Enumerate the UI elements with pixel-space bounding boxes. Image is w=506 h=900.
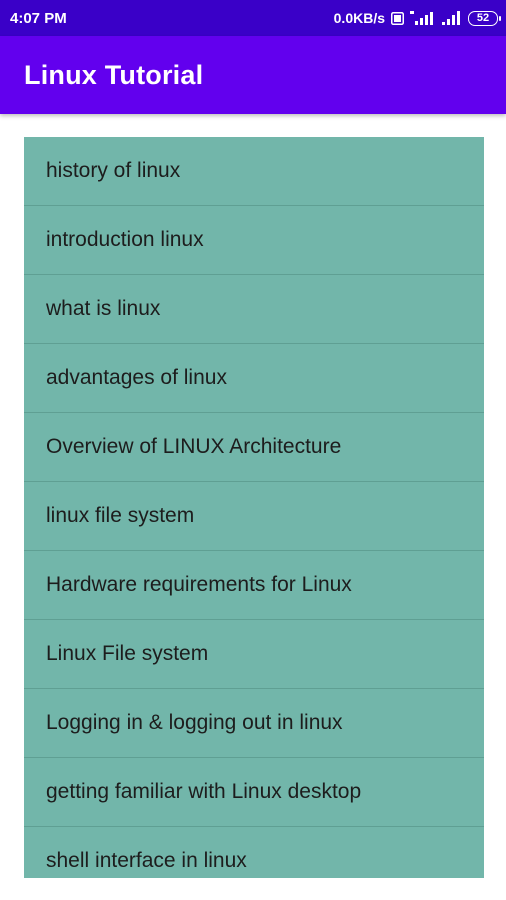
signal-icon — [440, 11, 462, 25]
list-item-linux-desktop[interactable]: getting familiar with Linux desktop — [24, 758, 484, 827]
status-time: 4:07 PM — [10, 9, 67, 27]
list-item-advantages-of-linux[interactable]: advantages of linux — [24, 344, 484, 413]
topic-list[interactable]: history of linux introduction linux what… — [24, 137, 484, 878]
data-icon — [391, 11, 404, 25]
list-item-history-of-linux[interactable]: history of linux — [24, 137, 484, 206]
app-bar: Linux Tutorial — [0, 36, 506, 114]
list-item-logging-in-out[interactable]: Logging in & logging out in linux — [24, 689, 484, 758]
battery-icon: 52 — [468, 10, 501, 26]
list-item-introduction-linux[interactable]: introduction linux — [24, 206, 484, 275]
status-bar: 4:07 PM 0.0KB/s — [0, 0, 506, 36]
list-item-overview-architecture[interactable]: Overview of LINUX Architecture — [24, 413, 484, 482]
list-item-linux-file-system-2[interactable]: Linux File system — [24, 620, 484, 689]
list-item-hardware-requirements[interactable]: Hardware requirements for Linux — [24, 551, 484, 620]
signal-4g-icon — [410, 11, 434, 25]
app-title: Linux Tutorial — [24, 59, 204, 90]
network-speed: 0.0KB/s — [333, 10, 385, 26]
list-item-what-is-linux[interactable]: what is linux — [24, 275, 484, 344]
list-item-shell-interface[interactable]: shell interface in linux — [24, 827, 484, 878]
list-item-linux-file-system[interactable]: linux file system — [24, 482, 484, 551]
status-icons: 0.0KB/s 52 — [333, 10, 501, 26]
battery-level: 52 — [476, 12, 490, 24]
